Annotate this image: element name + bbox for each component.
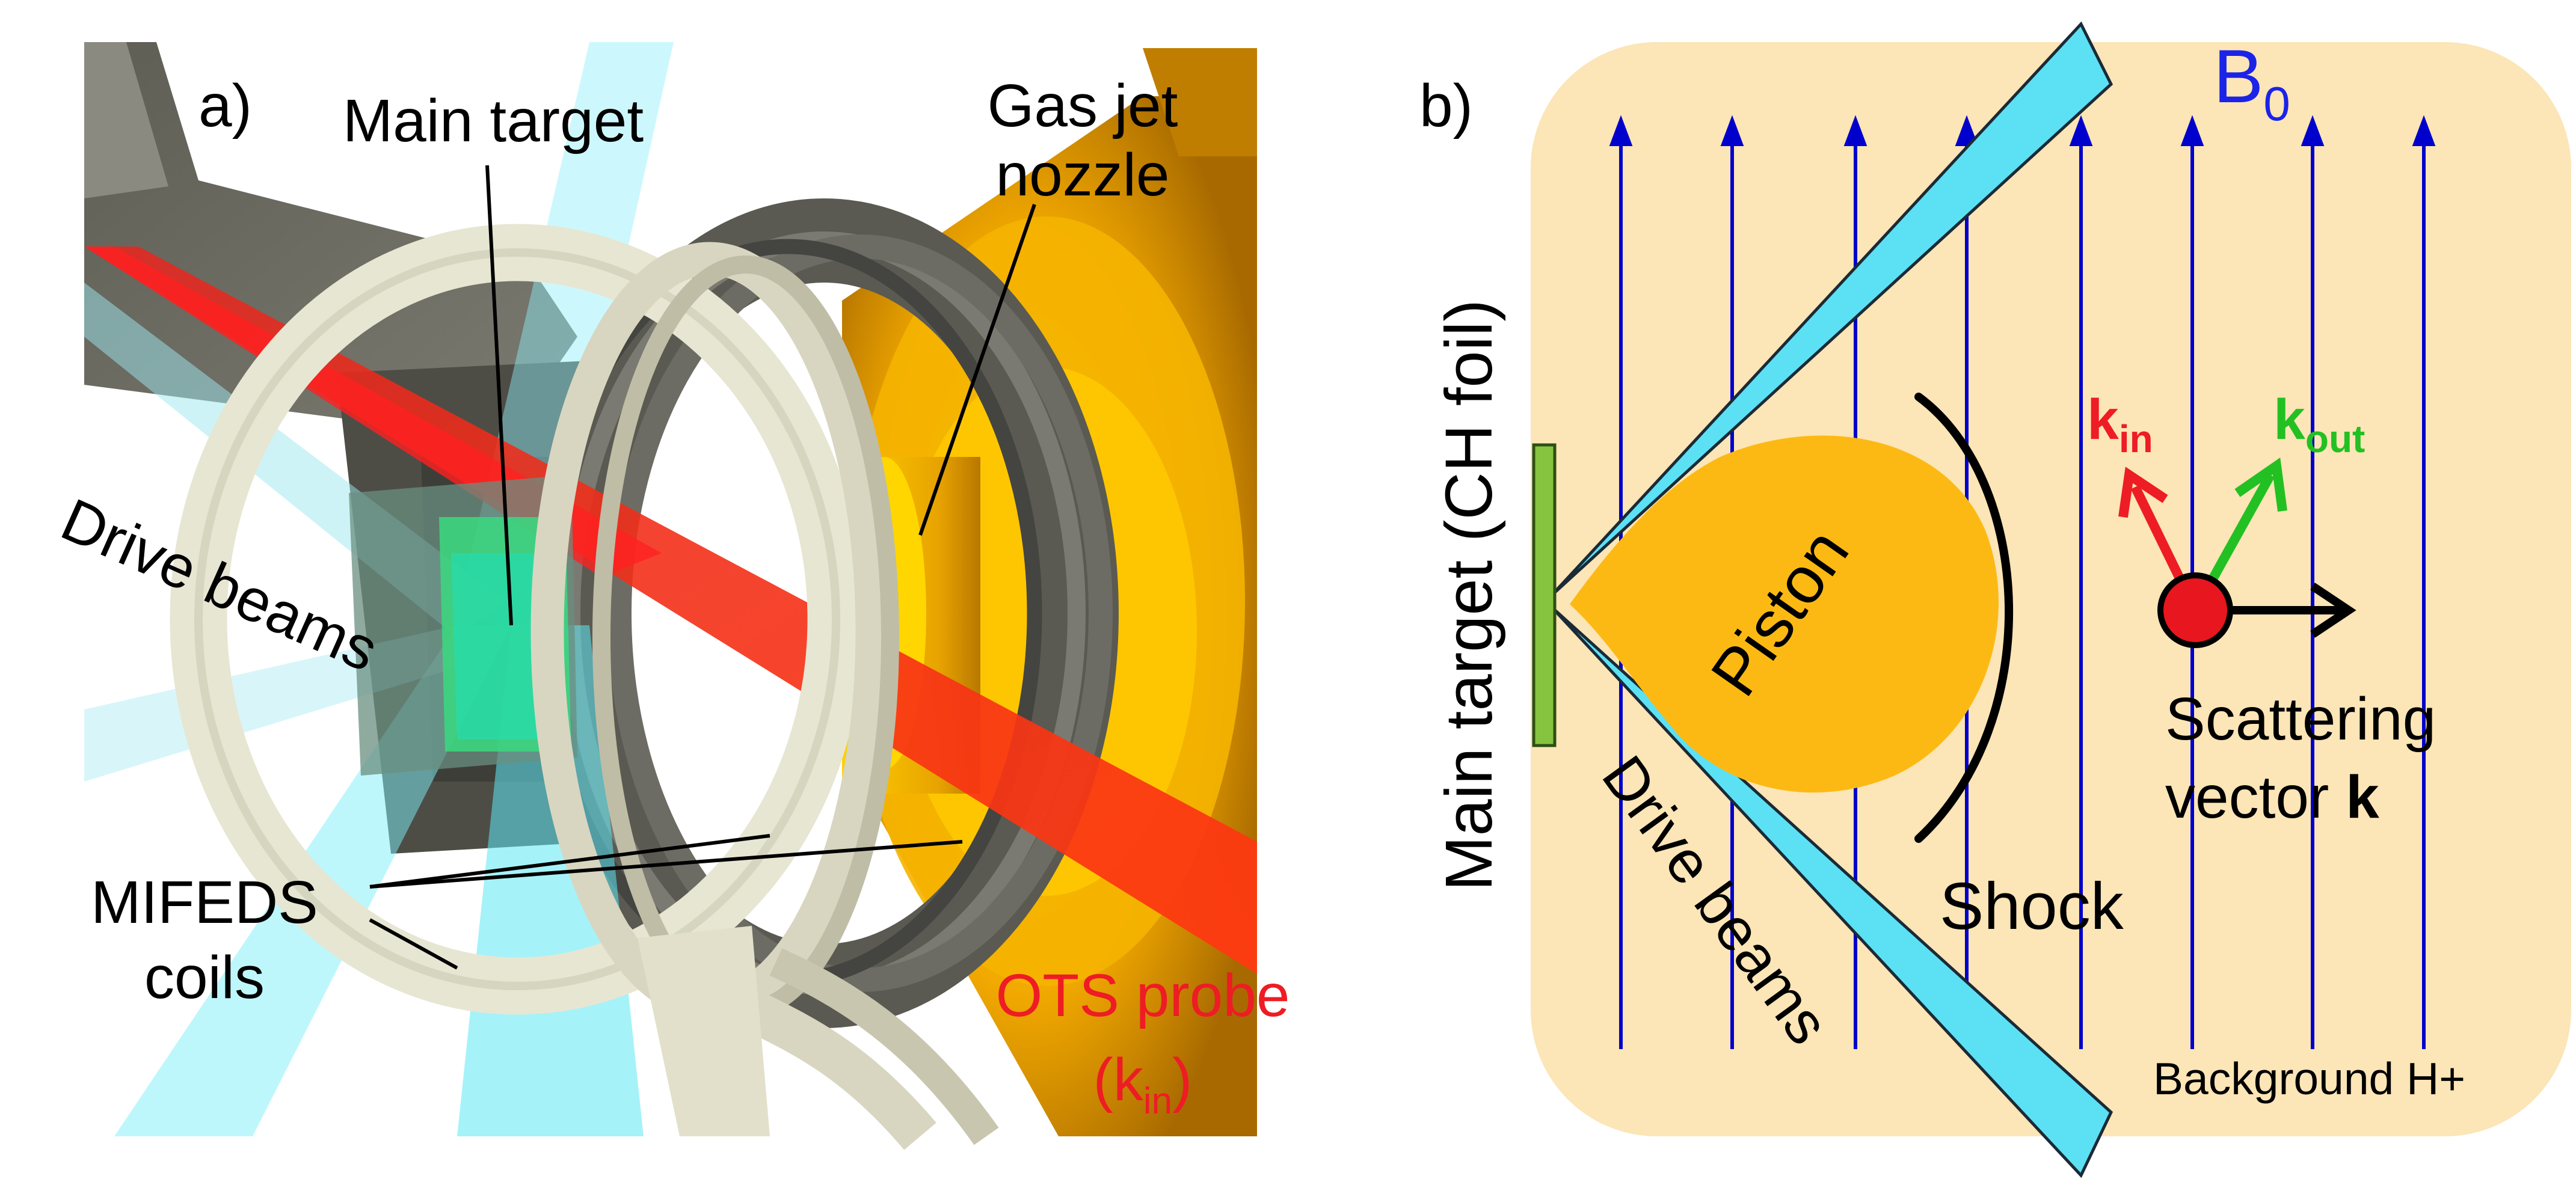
arrow-up-icon: [1720, 115, 1744, 146]
leader-main-target: [485, 165, 513, 626]
arrow-up-icon: [2069, 115, 2093, 146]
label-k-out: kout: [2273, 388, 2365, 461]
drive-beam-upper: [1551, 21, 2113, 596]
arrow-up-icon: [2412, 115, 2436, 146]
drive-beam-lower: [1551, 606, 2113, 1178]
label-b0: B0: [2213, 35, 2290, 130]
piston-shape: [1570, 435, 1999, 793]
label-ots-kin: (kin): [1093, 1046, 1193, 1122]
front-mifeds-coil: [170, 224, 999, 1150]
panel-a-rendering: a) Main target Gas jet nozzle Drive beam…: [52, 42, 1290, 1150]
label-scattering-line1: Scattering: [2165, 685, 2436, 753]
label-mifeds-line1: MIFEDS: [91, 869, 318, 936]
leader-mifeds-rear: [369, 840, 963, 889]
label-ots-probe: OTS probe: [995, 962, 1290, 1029]
arrow-up-icon: [1609, 115, 1633, 146]
arrow-right-icon: [2310, 583, 2356, 638]
arrow-up-icon: [1843, 115, 1867, 146]
label-main-target-b: Main target (CH foil): [1432, 299, 1506, 891]
label-gas-jet-line1: Gas jet: [988, 72, 1178, 139]
main-target-foil: [1532, 443, 1557, 747]
label-scattering-line2: vector k: [2165, 764, 2379, 831]
shock-front: [1914, 393, 2014, 843]
scattering-vectors: [2118, 457, 2356, 648]
label-k-in: kin: [2087, 388, 2153, 461]
arrow-up-icon: [1955, 115, 1979, 146]
scattering-center-dot: [2157, 572, 2233, 648]
arrow-icon: [2234, 457, 2287, 512]
arrow-icon: [2118, 467, 2168, 518]
label-background-h: Background H+: [2153, 1053, 2465, 1104]
panel-b-schematic: b): [1419, 21, 2571, 1178]
label-gas-jet-line2: nozzle: [995, 141, 1169, 209]
field-line-8: [2412, 115, 2436, 1049]
label-shock: Shock: [1940, 869, 2124, 943]
arrow-up-icon: [2301, 115, 2325, 146]
field-line-5: [2069, 115, 2093, 1049]
label-main-target: Main target: [343, 87, 644, 155]
arrow-up-icon: [2180, 115, 2204, 146]
label-mifeds-line2: coils: [144, 944, 265, 1011]
panel-b-tag: b): [1419, 72, 1473, 139]
leader-mifeds-front: [369, 834, 770, 889]
panel-a-tag: a): [198, 72, 252, 139]
leader-gas-jet: [918, 204, 1036, 536]
panel-a-leader-lines: [369, 165, 1036, 970]
leader-mifeds-lower: [369, 918, 458, 970]
